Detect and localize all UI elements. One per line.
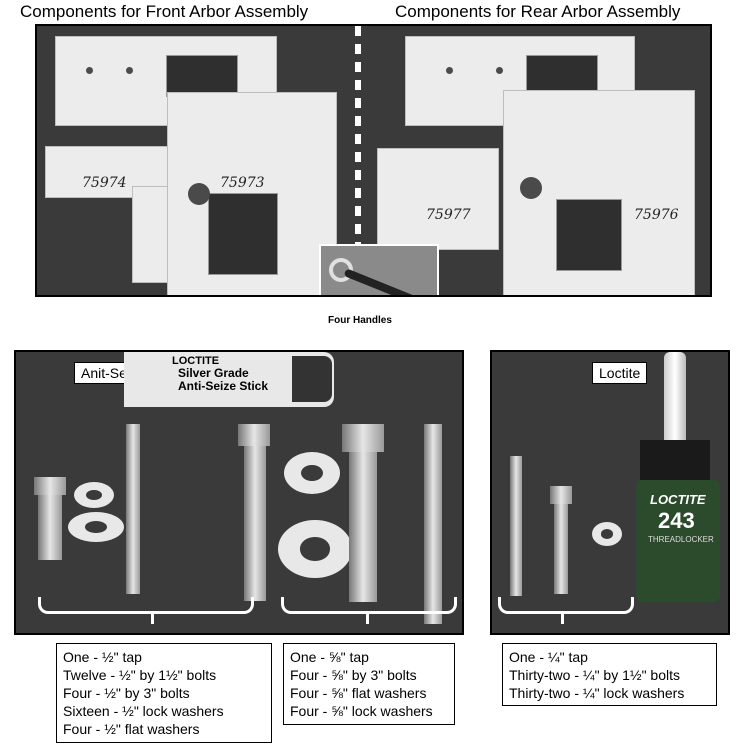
- hardware-photo-right: Loctite LOCTITE 243 THREADLOCKER: [490, 350, 730, 635]
- loctite-tag: Loctite: [592, 362, 648, 384]
- plate-hole: [496, 67, 503, 74]
- bolt-shank: [38, 495, 62, 560]
- plate-rear-left: 75977: [377, 148, 499, 250]
- list-item: Sixteen - ½" lock washers: [63, 703, 224, 719]
- antiseize-name-line1: Silver Grade: [178, 366, 249, 380]
- hardware-photo-left: Anit-Seize LOCTITE Silver Grade Anti-Sei…: [14, 350, 464, 635]
- bolt-shank: [349, 452, 377, 602]
- bolt-head: [342, 424, 384, 452]
- rear-arbor-heading: Components for Rear Arbor Assembly: [395, 2, 681, 21]
- brace-quarter: [498, 597, 634, 614]
- list-item: Thirty-two - ¼" by 1½" bolts: [509, 667, 680, 683]
- flat-washer: [278, 520, 352, 578]
- lock-washer: [74, 482, 114, 508]
- bolt-shank: [554, 504, 568, 594]
- loctite-bottle-number: 243: [658, 508, 695, 533]
- front-arbor-heading: Components for Front Arbor Assembly: [20, 2, 309, 21]
- handle-inset: [319, 244, 439, 295]
- plate-window: [208, 193, 278, 275]
- list-item: One - ¼" tap: [509, 649, 588, 665]
- list-item: Thirty-two - ¼" lock washers: [509, 685, 685, 701]
- list-item: Four - ⅝" by 3" bolts: [290, 667, 417, 683]
- tap-half: [126, 424, 140, 594]
- antiseize-stick: LOCTITE Silver Grade Anti-Seize Stick: [124, 352, 334, 407]
- loctite-bottle: LOCTITE 243 THREADLOCKER: [636, 480, 720, 602]
- list-item: One - ½" tap: [63, 649, 142, 665]
- loctite-bottle-cap: [640, 440, 710, 480]
- tap-quarter: [510, 456, 522, 596]
- arbor-plates-photo: 75975 75974 75973 75975 75977 75976: [35, 24, 712, 297]
- quarter-inch-parts-list: One - ¼" tap Thirty-two - ¼" by 1½" bolt…: [502, 643, 717, 706]
- brace-half: [38, 597, 254, 614]
- brace-fiveeighths: [281, 597, 457, 614]
- plate-hole: [520, 177, 542, 199]
- part-number: 75977: [426, 207, 471, 223]
- divider-dashed-line: [355, 26, 361, 295]
- bolt-head: [550, 486, 572, 504]
- handles-caption: Four Handles: [328, 315, 392, 326]
- loctite-bottle-sub: THREADLOCKER: [648, 535, 714, 544]
- loctite-bottle-nozzle: [664, 352, 686, 442]
- antiseize-brand: LOCTITE: [172, 355, 220, 367]
- plate-rear-right: 75976: [503, 90, 695, 295]
- plate-window: [556, 199, 622, 271]
- antiseize-name-line2: Anti-Seize Stick: [178, 379, 269, 393]
- plate-hole: [188, 183, 210, 205]
- bolt-shank: [244, 446, 266, 601]
- flat-washer: [284, 452, 340, 494]
- lock-washer: [592, 522, 622, 546]
- list-item: Four - ½" flat washers: [63, 721, 200, 737]
- loctite-bottle-brand: LOCTITE: [650, 492, 706, 507]
- antiseize-cap: [292, 356, 332, 402]
- brace-fiveeighths-tip: [366, 614, 369, 624]
- plate-hole: [446, 67, 453, 74]
- list-item: Four - ⅝" flat washers: [290, 685, 427, 701]
- bolt-head: [238, 424, 270, 446]
- plate-window: [166, 55, 238, 97]
- list-item: Four - ⅝" lock washers: [290, 703, 433, 719]
- list-item: One - ⅝" tap: [290, 649, 369, 665]
- plate-hole: [86, 67, 93, 74]
- bolt-head: [34, 477, 66, 495]
- flat-washer: [68, 512, 124, 542]
- plate-front-right: 75973: [167, 92, 337, 295]
- plate-hole: [126, 67, 133, 74]
- part-number: 75974: [82, 175, 127, 191]
- handle-lever: [343, 268, 423, 295]
- list-item: Four - ½" by 3" bolts: [63, 685, 190, 701]
- list-item: Twelve - ½" by 1½" bolts: [63, 667, 217, 683]
- half-inch-parts-list: One - ½" tap Twelve - ½" by 1½" bolts Fo…: [56, 643, 272, 743]
- plate-front-left: 75974: [45, 146, 187, 198]
- brace-quarter-tip: [561, 614, 564, 624]
- brace-half-tip: [151, 614, 154, 624]
- five-eighths-inch-parts-list: One - ⅝" tap Four - ⅝" by 3" bolts Four …: [283, 643, 455, 725]
- part-number: 75973: [220, 175, 265, 191]
- part-number: 75976: [634, 207, 679, 223]
- tap-fiveeighths: [424, 424, 442, 624]
